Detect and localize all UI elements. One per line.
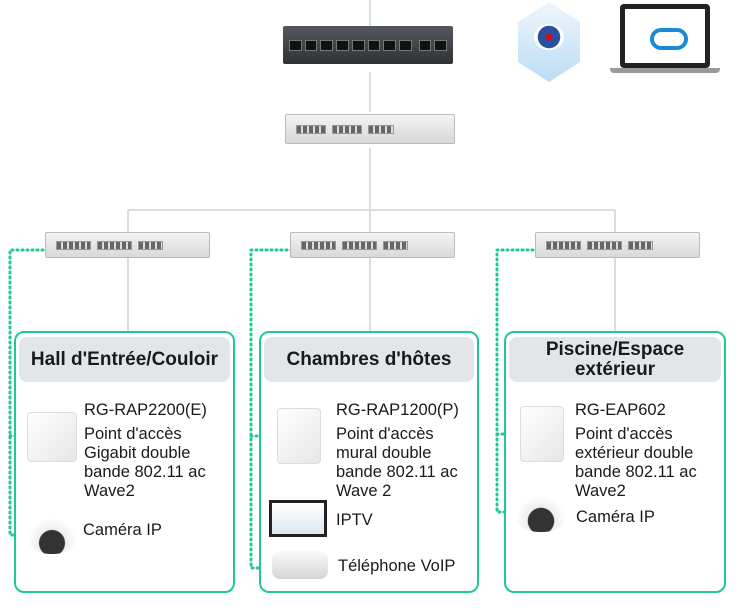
access-switch-icon [45,232,210,258]
poe-switch-icon [283,26,453,64]
access-switch-icon [290,232,455,258]
ap-description: Point d'accès mural double bande 802.11 … [336,425,458,500]
zone-title: Chambres d'hôtes [264,337,474,382]
ip-camera-icon [26,510,78,554]
voip-phone-icon [272,551,328,579]
laptop-cloud-icon [610,4,720,74]
tv-label: IPTV [336,511,373,529]
wall-access-point-icon [277,408,321,464]
ap-description: Point d'accès extérieur double bande 802… [575,425,697,500]
zone-title: Piscine/Espace extérieur [509,337,721,382]
phone-label: Téléphone VoIP [338,557,456,575]
ap-model: RG-RAP1200(P) [336,401,459,419]
camera-label: Caméra IP [83,521,162,539]
ap-model: RG-EAP602 [575,401,666,419]
ip-camera-icon [514,488,568,532]
outdoor-access-point-icon [520,406,564,462]
access-switch-icon [535,232,700,258]
camera-label: Caméra IP [576,508,655,526]
zone-title: Hall d'Entrée/Couloir [19,337,230,382]
tv-icon [269,500,327,537]
core-switch-icon [285,114,455,144]
ap-description: Point d'accès Gigabit double bande 802.1… [84,425,206,500]
ap-model: RG-RAP2200(E) [84,401,207,419]
access-point-icon [27,412,77,462]
